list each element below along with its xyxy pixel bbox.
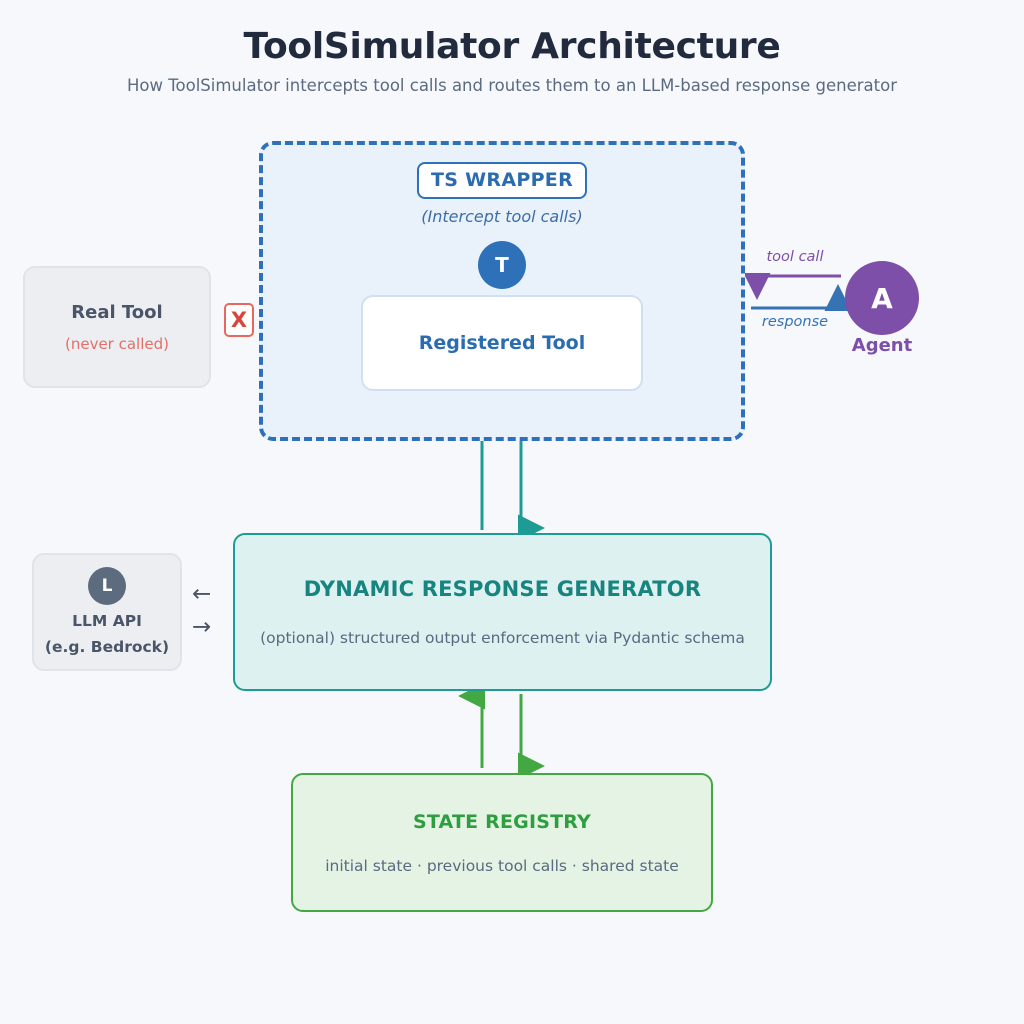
llm-api-provider: (e.g. Bedrock) bbox=[44, 638, 170, 656]
real-tool-note: (never called) bbox=[64, 334, 169, 353]
page-title: ToolSimulator Architecture bbox=[243, 26, 781, 67]
real-tool-label: Real Tool bbox=[71, 301, 163, 323]
response-edge-label: response bbox=[761, 314, 829, 330]
ts-wrapper-container: TS WRAPPER (Intercept tool calls) T Regi… bbox=[259, 141, 745, 441]
arrow-left-icon: ← bbox=[192, 581, 212, 607]
dynamic-response-generator-note: (optional) structured output enforcement… bbox=[260, 629, 745, 647]
llm-api-name: LLM API bbox=[72, 611, 142, 630]
dynamic-response-generator-node: DYNAMIC RESPONSE GENERATOR (optional) st… bbox=[233, 533, 772, 691]
agent-label: Agent bbox=[851, 335, 913, 356]
blocked-x-icon: X bbox=[224, 303, 254, 337]
state-registry-note: initial state · previous tool calls · sh… bbox=[325, 856, 679, 875]
real-tool-node: Real Tool (never called) bbox=[23, 266, 211, 388]
ts-wrapper-note: (Intercept tool calls) bbox=[421, 207, 583, 226]
llm-api-node: L LLM API (e.g. Bedrock) bbox=[32, 553, 182, 671]
ts-wrapper-badge: TS WRAPPER bbox=[416, 162, 588, 199]
tool-initial-icon: T bbox=[478, 241, 526, 289]
tool-call-edge-label: tool call bbox=[766, 249, 824, 265]
registered-tool-node: Registered Tool bbox=[361, 295, 643, 391]
edge-generator-to-registry bbox=[458, 682, 545, 780]
state-registry-node: STATE REGISTRY initial state · previous … bbox=[291, 773, 713, 912]
llm-initial-icon: L bbox=[88, 566, 126, 605]
dynamic-response-generator-title: DYNAMIC RESPONSE GENERATOR bbox=[303, 577, 702, 601]
state-registry-title: STATE REGISTRY bbox=[412, 810, 592, 833]
page-subtitle: How ToolSimulator intercepts tool calls … bbox=[127, 76, 897, 95]
agent-avatar-icon: A bbox=[845, 261, 919, 335]
arrow-right-icon: → bbox=[192, 614, 212, 640]
